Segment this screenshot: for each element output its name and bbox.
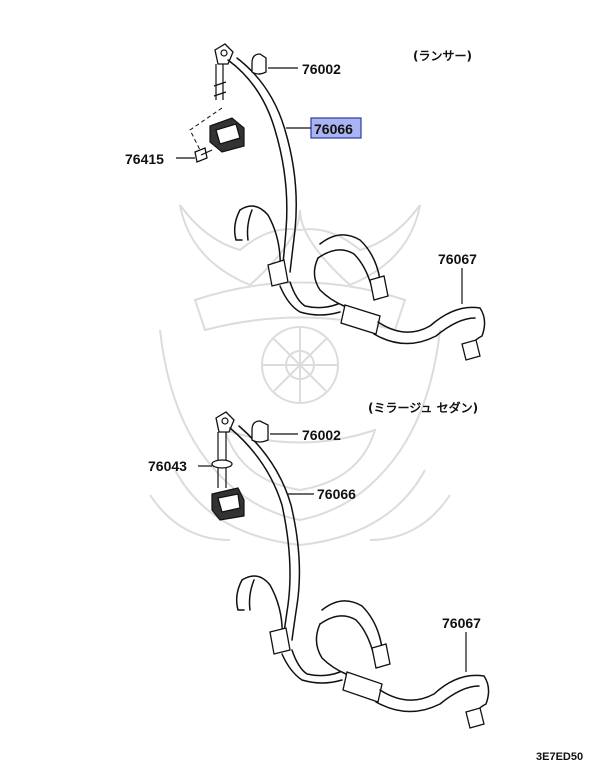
callout-76002[interactable]: 76002	[302, 427, 341, 443]
callout-76415[interactable]: 76415	[125, 151, 164, 167]
diagram-reference-code: 3E7ED50	[536, 751, 583, 763]
seat-belt-webbing	[227, 57, 297, 273]
retractor-buckle-icon	[211, 487, 245, 521]
upper-anchor-icon	[213, 43, 234, 100]
group-title-lancer: (ランサー)	[413, 49, 472, 63]
lancer-assembly: (ランサー)	[125, 43, 486, 361]
callout-76067[interactable]: 76067	[438, 251, 477, 267]
retractor-buckle-icon	[189, 107, 245, 153]
callout-76043[interactable]: 76043	[148, 458, 187, 474]
samurai-helmet-crest-icon	[149, 204, 451, 547]
cover-clip-icon	[251, 420, 269, 443]
upper-anchor-icon	[215, 411, 235, 488]
cover-clip-icon	[251, 53, 267, 75]
callout-76002[interactable]: 76002	[302, 61, 341, 77]
anchor-ring-icon	[211, 459, 233, 469]
lap-belt-icon	[235, 575, 490, 729]
bolt-icon	[194, 147, 213, 163]
callout-76066[interactable]: 76066	[317, 486, 356, 502]
callout-76067[interactable]: 76067	[442, 615, 481, 631]
lap-belt-icon	[233, 205, 486, 361]
group-title-mirage-sedan: (ミラージュ セダン)	[368, 400, 478, 415]
callout-76066[interactable]: 76066	[314, 121, 353, 137]
seat-belt-webbing	[229, 425, 301, 641]
mirage-sedan-assembly: (ミラージュ セダン)	[148, 400, 490, 729]
